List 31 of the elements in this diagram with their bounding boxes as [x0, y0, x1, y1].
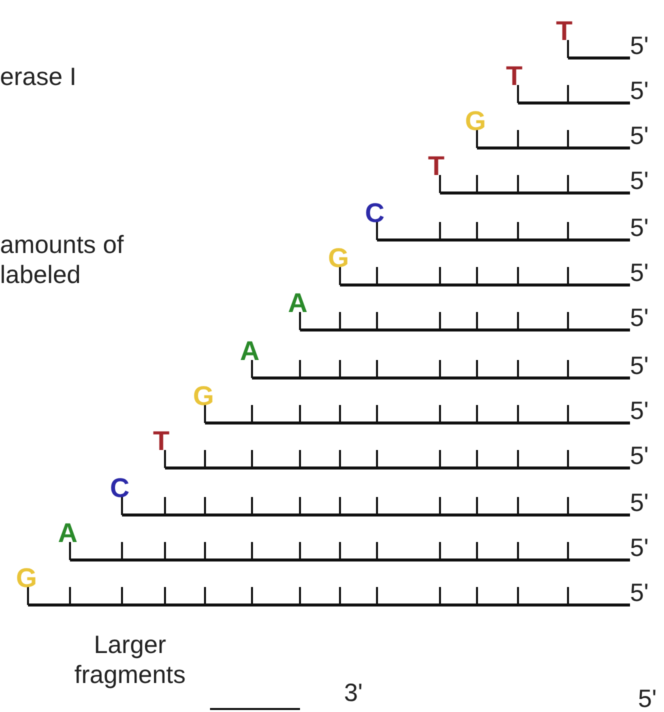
nucleotide-letter: G	[465, 108, 486, 135]
end-label: 3'	[344, 678, 363, 708]
end-label: 5'	[630, 303, 649, 333]
nucleotide-letter: A	[288, 290, 308, 317]
end-label: 5'	[630, 166, 649, 196]
nucleotide-letter: G	[16, 565, 38, 592]
nucleotide-letter: T	[428, 153, 444, 180]
nucleotide-letter: A	[58, 520, 78, 547]
end-label: 5'	[630, 396, 649, 426]
end-label: 5'	[630, 441, 649, 471]
text-label: erase I	[0, 62, 76, 92]
end-label: 5'	[638, 684, 657, 712]
end-label: 5'	[630, 121, 649, 151]
nucleotide-letter: G	[193, 383, 214, 410]
end-label: 5'	[630, 258, 649, 288]
nucleotide-letter: T	[153, 428, 170, 455]
nucleotide-letter: G	[328, 245, 350, 272]
nucleotide-letter: C	[365, 200, 384, 227]
nucleotide-letter: C	[110, 475, 130, 502]
end-label: 5'	[630, 213, 649, 243]
text-label: amounts of labeled	[0, 230, 125, 290]
end-label: 5'	[630, 351, 649, 381]
end-label: 5'	[630, 31, 649, 61]
end-label: 5'	[630, 76, 649, 106]
end-label: 5'	[630, 578, 649, 608]
nucleotide-letter: A	[240, 338, 260, 365]
end-label: 5'	[630, 533, 649, 563]
nucleotide-letter: T	[556, 18, 572, 45]
end-label: 5'	[630, 488, 649, 518]
text-label: Larger fragments	[73, 630, 187, 690]
nucleotide-letter: T	[506, 63, 522, 90]
